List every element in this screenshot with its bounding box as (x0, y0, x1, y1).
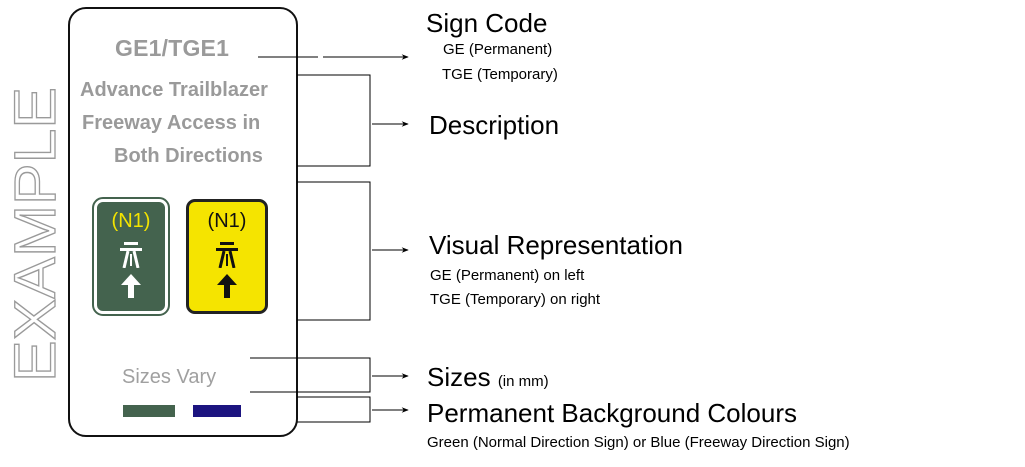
blue-swatch (193, 405, 241, 417)
sizes-unit: (in mm) (497, 373, 549, 390)
route-number: (N1) (111, 210, 151, 232)
colours-bracket (297, 396, 371, 423)
arrow-up-icon (121, 274, 141, 298)
green-swatch (123, 405, 175, 417)
visual-left-note: GE (Permanent) on left (430, 267, 585, 284)
sign-code-permanent: GE (Permanent) (443, 41, 553, 58)
colours-label: Permanent Background Colours (427, 398, 797, 428)
visual-label: Visual Representation (429, 230, 683, 260)
visual-right-note: TGE (Temporary) on right (430, 291, 601, 308)
temporary-sign: (N1) (186, 199, 268, 314)
freeway-symbol-icon (216, 242, 238, 268)
description-line: Both Directions (114, 145, 263, 167)
permanent-sign: (N1) (92, 197, 170, 316)
example-watermark: EXAMPLE (0, 0, 70, 462)
sizes-title: Sizes (427, 362, 491, 392)
freeway-symbol-icon (120, 242, 142, 268)
description-bracket (297, 74, 371, 167)
description-label: Description (429, 110, 560, 140)
description-line: Freeway Access in (82, 112, 261, 134)
sign-code-label: Sign Code (426, 8, 548, 38)
sizes-vary: Sizes Vary (122, 366, 217, 388)
sizes-label: Sizes (in mm) (427, 362, 549, 393)
sizes-bracket (250, 357, 371, 393)
route-number: (N1) (207, 210, 247, 232)
description-line: Advance Trailblazer (80, 79, 268, 101)
watermark-text: EXAMPLE (3, 87, 68, 382)
sign-code: GE1/TGE1 (115, 35, 230, 61)
sign-code-temporary: TGE (Temporary) (442, 66, 558, 83)
visual-bracket (297, 181, 371, 321)
arrow-up-icon (217, 274, 237, 298)
colours-note: Green (Normal Direction Sign) or Blue (F… (427, 434, 850, 451)
